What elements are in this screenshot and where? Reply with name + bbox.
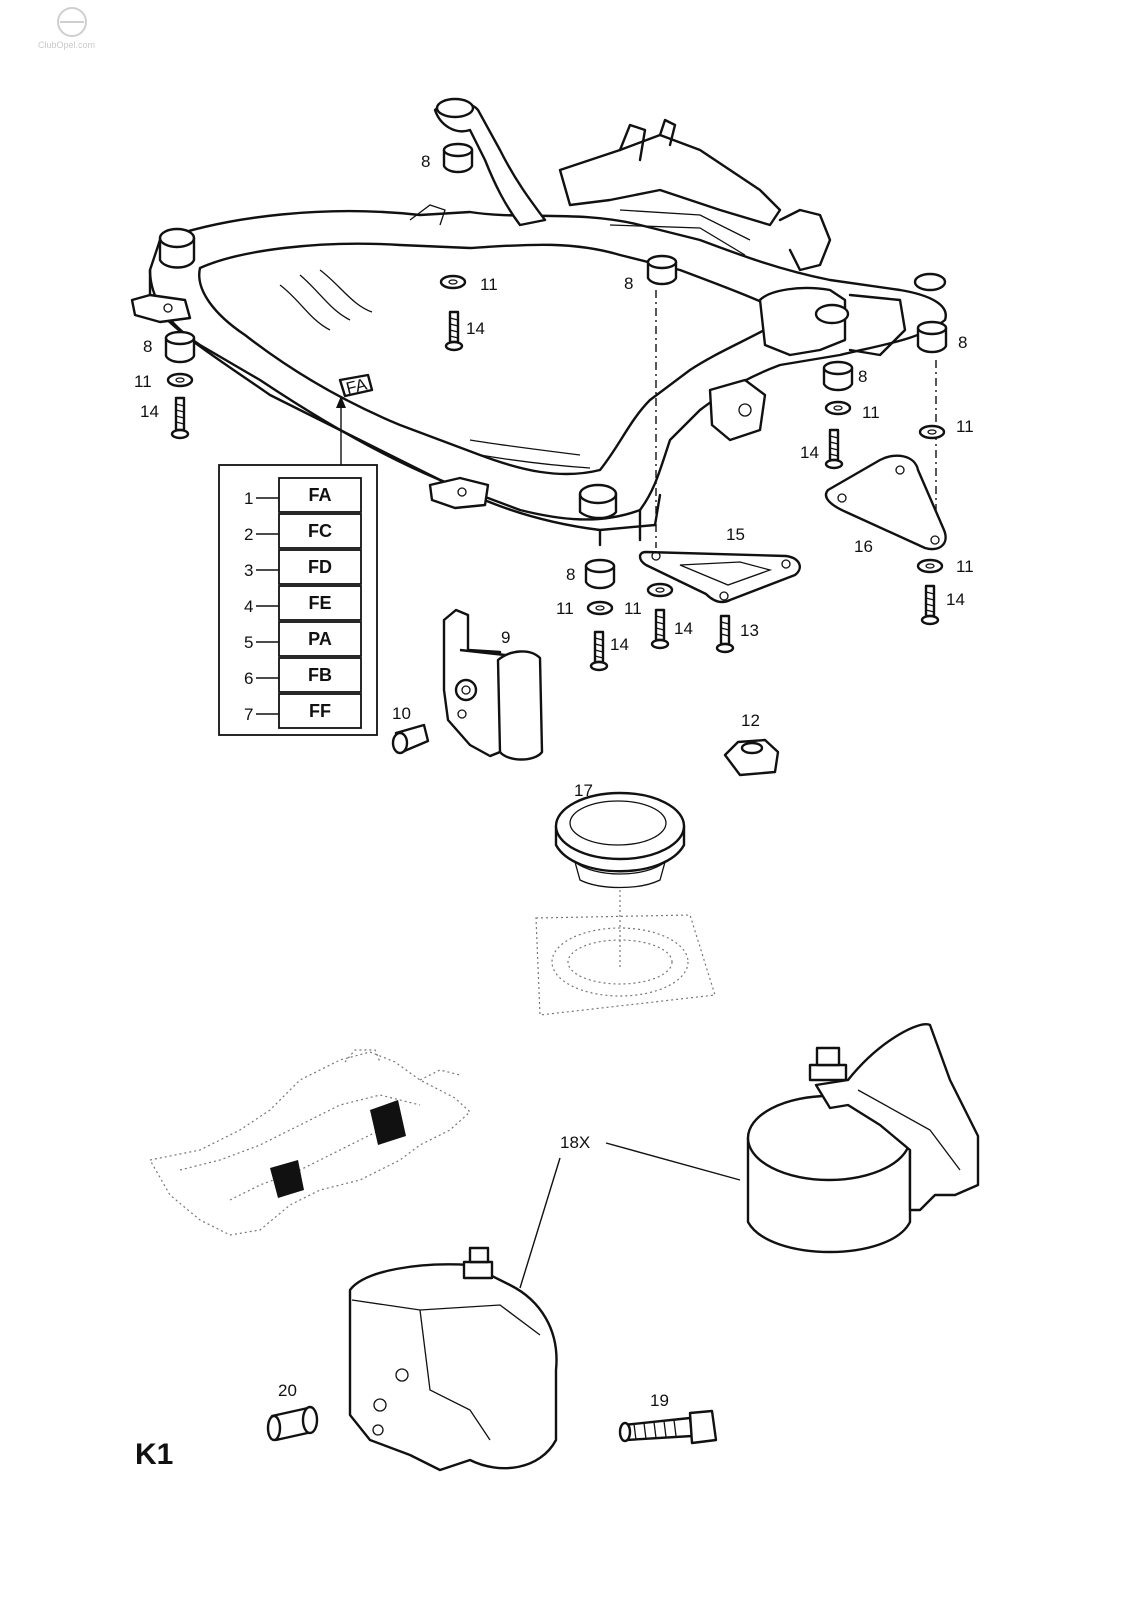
watermark-logo: ClubOpel.com [38,7,95,50]
callout-16: 16 [854,537,873,556]
watermark-text: ClubOpel.com [38,40,95,50]
spacer-20: 20 [266,1381,319,1442]
washer-11-left: 11 [134,372,194,391]
callout-11: 11 [134,372,152,391]
page-code-label: K1 [135,1438,173,1471]
variant-row-number: 7 [244,705,253,724]
washer-11-plate16: 11 [916,557,974,576]
variant-row-number: 5 [244,633,253,652]
callout-10: 10 [392,704,411,723]
callout-20: 20 [278,1381,297,1400]
variant-row-number: 6 [244,669,253,688]
screw-13: 13 [715,614,759,654]
callout-18x: 18X [560,1133,590,1152]
callout-8: 8 [858,367,867,386]
variant-row-code: FF [309,701,331,721]
variant-row-code: FD [308,557,332,577]
variant-row-number: 2 [244,525,253,544]
screw-14-plate16: 14 [920,584,965,626]
callout-11: 11 [556,599,574,618]
variant-row-number: 4 [244,597,253,616]
variant-row-code: FB [308,665,332,685]
bushing-8-far-right: 8 [916,320,967,354]
variant-table: 1 FA 2 FC 3 FD 4 FE 5 PA [218,464,378,736]
nut-12: 12 [723,711,780,777]
variant-row-6: 6 FB [244,657,362,693]
bushing-8-right-center: 8 [822,360,867,392]
body-panel-hole [535,890,716,1016]
subframe-crossmember: FA [130,97,947,547]
washer-11-center: 11 [439,274,498,294]
callout-17: 17 [574,781,593,800]
variant-row-number: 1 [244,489,253,508]
bracket-9: 9 [442,608,544,761]
frame-tag-text: FA [344,374,369,398]
callout-11: 11 [480,275,498,294]
screw-14-center: 14 [444,310,485,352]
callout-11: 11 [956,557,974,576]
variant-row-code: FE [308,593,331,613]
callout-8: 8 [958,333,967,352]
screw-14-left: 14 [140,396,190,440]
bushing-8-left: 8 [143,330,196,364]
callout-8: 8 [624,274,633,293]
screw-14-lower-left: 14 [589,630,629,672]
callout-8: 8 [566,565,575,584]
washer-11-right-center: 11 [824,400,880,422]
callout-11: 11 [956,417,974,436]
callout-19: 19 [650,1391,669,1410]
plate-15: 15 [638,525,801,604]
callout-8: 8 [143,337,152,356]
callout-11: 11 [862,403,880,422]
callout-14: 14 [610,635,629,654]
bolt-19: 19 [618,1391,718,1445]
variant-row-3: 3 FD [244,549,362,585]
plug-17: 17 [554,781,686,889]
callout-9: 9 [501,628,510,647]
frame-variant-tag: FA [338,373,374,398]
plate-16: 16 [824,454,947,556]
bushing-8-top: 8 [421,142,474,174]
washer-11-lower-left: 11 [556,599,614,618]
callout-11: 11 [624,599,642,618]
callout-8: 8 [421,152,430,171]
callout-14: 14 [946,590,965,609]
bushing-8-lower: 8 [566,558,616,590]
callout-15: 15 [726,525,745,544]
callout-14: 14 [674,619,693,638]
bushing-8-rear: 8 [624,254,678,293]
bolt-10: 10 [391,704,430,755]
callout-12: 12 [741,711,760,730]
callout-14: 14 [466,319,485,338]
variant-row-code: FA [308,485,331,505]
engine-mount-18x-lower [348,1157,561,1472]
washer-11-lower-right: 11 [624,582,674,618]
engine-mount-18x-upper: 18X [560,1023,980,1254]
callout-13: 13 [740,621,759,640]
screw-14-lower-right: 14 [650,608,693,650]
washer-11-far-right: 11 [918,417,974,440]
variant-row-number: 3 [244,561,253,580]
variant-row-code: FC [308,521,332,541]
variant-row-2: 2 FC [244,513,362,549]
variant-row-7: 7 FF [244,693,362,729]
variant-row-4: 4 FE [244,585,362,621]
variant-row-5: 5 PA [244,621,362,657]
variant-row-1: 1 FA [244,477,362,513]
variant-row-code: PA [308,629,332,649]
callout-14: 14 [800,443,819,462]
mount-location-illustration [149,1049,471,1236]
callout-14: 14 [140,402,159,421]
variant-table-leader [336,396,346,465]
screw-14-right-center: 14 [800,428,844,470]
